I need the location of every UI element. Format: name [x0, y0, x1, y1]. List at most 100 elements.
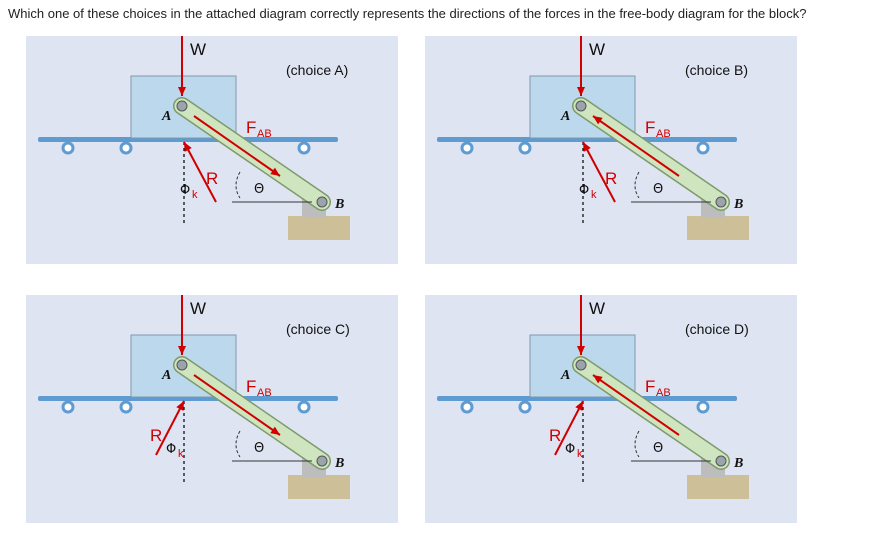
roller-wheel — [119, 400, 133, 414]
weight-arrow — [178, 36, 186, 96]
fab-arrow-shaft — [193, 115, 281, 177]
pin-a — [575, 100, 587, 112]
fab-arrow-head — [593, 375, 603, 384]
theta-arc — [235, 171, 241, 199]
roller-wheel — [297, 400, 311, 414]
fab-arrow — [193, 115, 281, 177]
weight-arrow — [178, 295, 186, 355]
point-b-label: B — [733, 197, 743, 212]
ground-support — [288, 475, 350, 499]
rail — [38, 137, 338, 142]
phi-label-sub: k — [178, 448, 184, 460]
reaction-label: R — [150, 426, 162, 445]
roller-wheel — [460, 141, 474, 155]
link-ab — [174, 357, 330, 469]
theta-label: Θ — [254, 182, 264, 197]
reaction-arrow — [554, 400, 584, 456]
phi-label: Φ — [579, 183, 589, 198]
phi-label: Φ — [166, 442, 176, 457]
reaction-arrow-head — [575, 401, 583, 411]
pin-b — [715, 455, 727, 467]
fab-label: F — [246, 118, 256, 137]
fab-arrow-shaft — [592, 115, 680, 177]
roller-wheel — [61, 400, 75, 414]
ground-support — [687, 216, 749, 240]
pin-b — [316, 455, 328, 467]
fab-arrow — [193, 374, 281, 436]
phi-label: Φ — [565, 442, 575, 457]
fab-label: F — [645, 118, 655, 137]
reaction-arrow-shaft — [582, 141, 616, 203]
reaction-arrow-shaft — [554, 400, 584, 456]
roller-wheel — [119, 141, 133, 155]
point-a-label: A — [161, 109, 171, 124]
roller-wheel — [518, 141, 532, 155]
point-a-label: A — [560, 109, 570, 124]
reaction-arrow-shaft — [155, 400, 185, 456]
fab-arrow-shaft — [592, 374, 680, 436]
fab-arrow-head — [270, 426, 280, 435]
rail — [437, 137, 737, 142]
weight-label: W — [190, 40, 206, 59]
rail — [38, 396, 338, 401]
link-ab — [573, 98, 729, 210]
choice-label: (choice C) — [286, 321, 350, 337]
theta-arc — [235, 430, 241, 458]
weight-arrow — [577, 36, 585, 96]
point-b-label: B — [334, 456, 344, 471]
choice-label: (choice D) — [685, 321, 749, 337]
reaction-arrow-head — [176, 401, 184, 411]
pin-a — [176, 100, 188, 112]
roller-wheel — [61, 141, 75, 155]
roller-wheel — [460, 400, 474, 414]
phi-label-sub: k — [577, 448, 583, 460]
roller-wheel — [518, 400, 532, 414]
rail — [437, 396, 737, 401]
fab-label-sub: AB — [257, 387, 272, 399]
theta-label: Θ — [254, 441, 264, 456]
weight-arrow-head — [178, 87, 186, 96]
pin-b — [316, 196, 328, 208]
roller-wheel — [696, 141, 710, 155]
reaction-arrow-head — [583, 142, 591, 152]
point-a-label: A — [560, 368, 570, 383]
reaction-arrow — [155, 400, 185, 456]
question-text: Which one of these choices in the attach… — [8, 6, 807, 21]
choice-label: (choice B) — [685, 62, 748, 78]
fab-arrow-head — [593, 116, 603, 125]
roller-wheel — [696, 400, 710, 414]
ground-support — [687, 475, 749, 499]
reaction-arrow — [183, 141, 217, 203]
ground-support — [288, 216, 350, 240]
fab-arrow-head — [270, 167, 280, 176]
weight-arrow — [577, 295, 585, 355]
roller-wheel — [297, 141, 311, 155]
choice-label: (choice A) — [286, 62, 348, 78]
reaction-arrow-shaft — [183, 141, 217, 203]
phi-label-sub: k — [192, 189, 198, 201]
theta-arc — [634, 171, 640, 199]
phi-label: Φ — [180, 183, 190, 198]
reaction-arrow-head — [184, 142, 192, 152]
fab-arrow — [592, 115, 680, 177]
weight-arrow-head — [577, 346, 585, 355]
fab-label-sub: AB — [257, 128, 272, 140]
theta-label: Θ — [653, 182, 663, 197]
theta-arc — [634, 430, 640, 458]
weight-label: W — [589, 40, 605, 59]
point-a-label: A — [161, 368, 171, 383]
reaction-arrow — [582, 141, 616, 203]
fab-label-sub: AB — [656, 387, 671, 399]
fab-label-sub: AB — [656, 128, 671, 140]
phi-label-sub: k — [591, 189, 597, 201]
pin-a — [176, 359, 188, 371]
weight-arrow-head — [577, 87, 585, 96]
